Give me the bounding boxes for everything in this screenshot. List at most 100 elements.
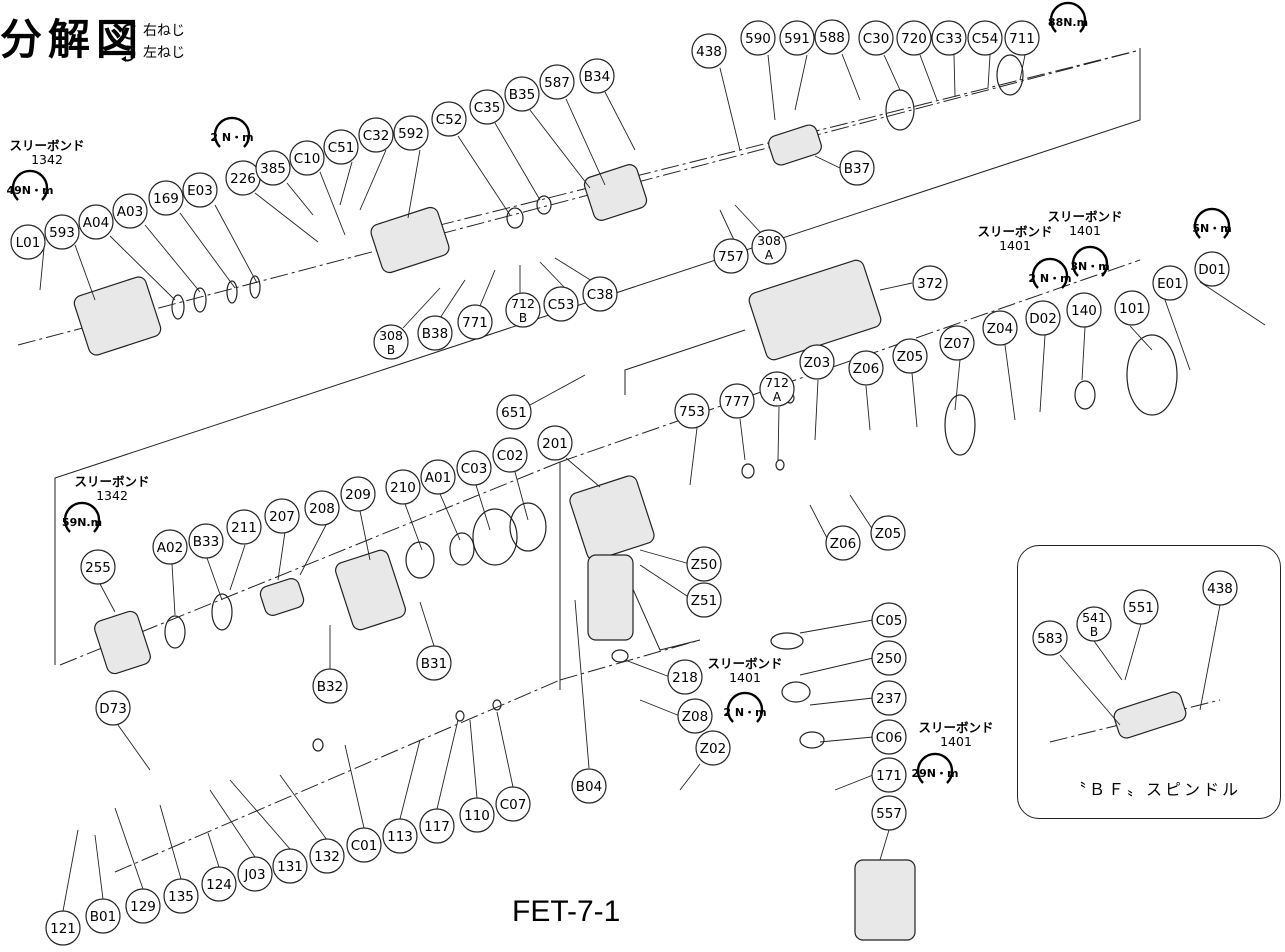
leader-line — [639, 564, 691, 599]
part-shape — [370, 206, 450, 274]
callout-c03: C03 — [456, 450, 492, 486]
assembly-axis-line — [559, 639, 701, 681]
leader-line — [514, 471, 529, 521]
thread-legend: 右ねじ 左ねじ — [118, 20, 185, 64]
svg-text:587: 587 — [544, 75, 570, 91]
svg-text:557: 557 — [876, 806, 902, 822]
svg-text:A: A — [765, 248, 774, 262]
leader-line — [279, 774, 328, 841]
svg-text:C07: C07 — [500, 797, 527, 813]
torque-value: 59N.m — [62, 516, 102, 529]
callout-z07: Z07 — [939, 325, 975, 361]
callout-438: 438 — [1202, 570, 1238, 606]
adhesive-number: 1401 — [940, 734, 972, 749]
leader-line — [639, 549, 691, 565]
ring-part — [799, 731, 825, 749]
callout-385: 385 — [255, 150, 291, 186]
leader-line — [529, 374, 586, 406]
callout-c32: C32 — [358, 117, 394, 153]
torque-arrow-icon — [1071, 245, 1109, 277]
leader-line — [1129, 325, 1153, 351]
leader-line — [689, 427, 698, 486]
leader-line — [439, 493, 461, 541]
leader-line — [229, 544, 246, 591]
leader-line — [74, 244, 96, 301]
ring-part — [472, 508, 518, 566]
callout-a02: A02 — [152, 529, 188, 565]
svg-text:C05: C05 — [876, 613, 903, 629]
callout-c30: C30 — [858, 20, 894, 56]
leader-line — [114, 807, 144, 890]
ring-part — [492, 699, 502, 711]
callout-207: 207 — [264, 498, 300, 534]
callout-132: 132 — [309, 838, 345, 874]
inset-label: 〝ＢＦ〟スピンドル — [1070, 780, 1242, 799]
leader-line — [777, 406, 780, 461]
svg-text:201: 201 — [542, 436, 568, 452]
leader-line — [574, 599, 590, 769]
callout-z06: Z06 — [825, 525, 861, 561]
svg-text:771: 771 — [462, 315, 488, 331]
callout-b33: B33 — [188, 523, 224, 559]
callout-255: 255 — [80, 549, 116, 585]
svg-text:L01: L01 — [16, 235, 41, 251]
legend-right-label: 右ねじ — [143, 23, 185, 39]
callout-e03: E03 — [182, 172, 218, 208]
callout-b37: B37 — [839, 150, 875, 186]
svg-text:Z08: Z08 — [682, 709, 708, 725]
leader-line — [919, 54, 938, 101]
svg-text:113: 113 — [387, 829, 413, 845]
leader-line — [109, 235, 176, 301]
callout-z08: Z08 — [677, 698, 713, 734]
leader-line — [814, 379, 819, 441]
svg-text:C35: C35 — [474, 100, 501, 116]
svg-text:592: 592 — [398, 126, 424, 142]
callout-171: 171 — [871, 757, 907, 793]
left-screw-icon — [121, 45, 136, 62]
leader-line — [214, 204, 258, 284]
svg-text:250: 250 — [876, 651, 902, 667]
leader-line — [739, 418, 746, 461]
legend-right: 右ねじ — [118, 20, 185, 42]
callout-d02: D02 — [1025, 300, 1061, 336]
leader-line — [554, 257, 593, 282]
svg-text:B31: B31 — [421, 656, 447, 672]
callout-121: 121 — [45, 910, 81, 946]
svg-text:226: 226 — [230, 171, 256, 187]
callout-129: 129 — [125, 888, 161, 924]
leader-line — [419, 601, 435, 647]
adhesive-name: スリーボンド — [707, 656, 782, 671]
callout-117: 117 — [419, 808, 455, 844]
leader-line — [719, 209, 735, 241]
callout-711: 711 — [1004, 20, 1040, 56]
callout-593: 593 — [44, 214, 80, 250]
leader-line — [496, 711, 514, 788]
adhesive-name: スリーボンド — [9, 138, 84, 153]
svg-text:A: A — [773, 390, 782, 404]
callout-372: 372 — [912, 265, 948, 301]
svg-text:E03: E03 — [187, 183, 213, 199]
leader-line — [799, 657, 874, 676]
callout-140: 140 — [1066, 292, 1102, 328]
leader-line — [954, 359, 961, 411]
adhesive-name: スリーボンド — [918, 720, 993, 735]
leader-line — [1039, 334, 1046, 413]
svg-text:438: 438 — [1207, 581, 1233, 597]
ring-part — [449, 532, 475, 566]
callout-208: 208 — [304, 490, 340, 526]
callout-c07: C07 — [495, 786, 531, 822]
svg-text:C54: C54 — [972, 31, 999, 47]
part-shape — [587, 554, 634, 641]
ring-part — [506, 207, 524, 229]
leader-line — [39, 247, 45, 291]
leader-line — [359, 510, 371, 561]
leader-line — [1199, 281, 1266, 326]
leader-line — [171, 563, 176, 616]
leader-line — [479, 269, 496, 307]
leader-line — [1019, 54, 1026, 81]
callout-z50: Z50 — [686, 546, 722, 582]
ring-part — [611, 649, 629, 663]
leader-line — [987, 54, 991, 89]
assembly-axis-line — [59, 461, 561, 666]
